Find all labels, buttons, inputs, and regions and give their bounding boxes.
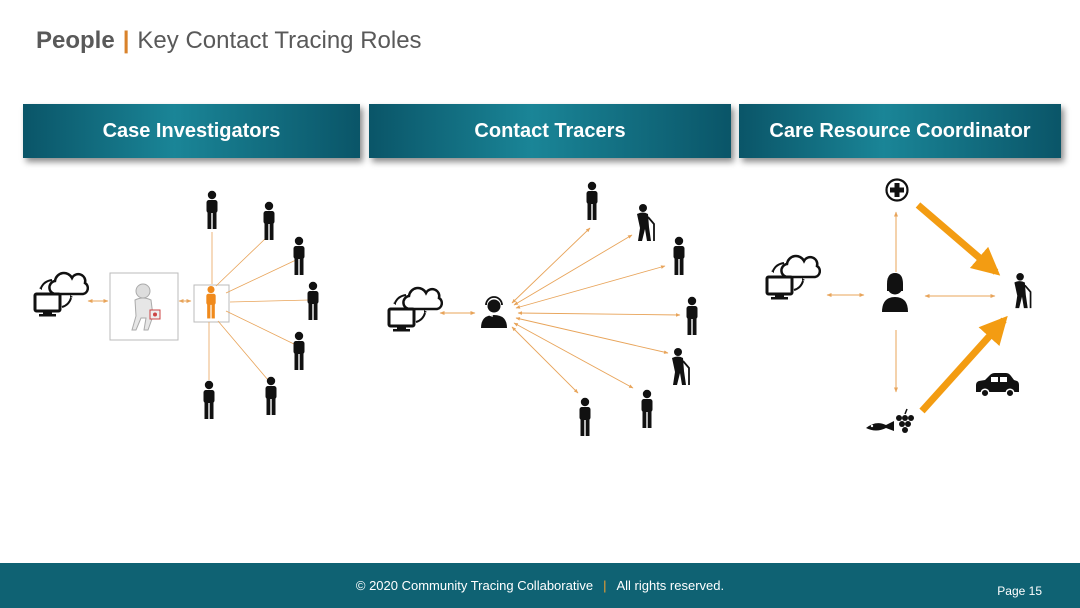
panel-care-resource-coordinator xyxy=(765,178,1032,433)
elderly-person-icon xyxy=(671,347,690,386)
header-case-investigators: Case Investigators xyxy=(23,104,360,158)
person-icon xyxy=(586,181,598,220)
header-label: Care Resource Coordinator xyxy=(769,119,1031,142)
person-icon xyxy=(203,380,215,419)
resource-arrow xyxy=(915,202,1001,276)
footer-bar: © 2020 Community Tracing Collaborative |… xyxy=(0,563,1080,608)
coordinator-person-icon xyxy=(882,273,908,312)
person-icon xyxy=(686,296,698,335)
footer-copyright: © 2020 Community Tracing Collaborative xyxy=(355,578,594,593)
tracer-connection-arrows xyxy=(511,227,681,394)
title-main: People xyxy=(36,27,115,54)
page-title: People | Key Contact Tracing Roles xyxy=(36,27,422,55)
header-label: Case Investigators xyxy=(102,119,281,142)
person-icon xyxy=(673,236,685,275)
car-icon xyxy=(976,373,1019,398)
resource-arrow xyxy=(919,315,1008,414)
person-icon xyxy=(307,281,319,320)
header-care-resource-coordinator: Care Resource Coordinator xyxy=(739,104,1061,158)
food-icon xyxy=(866,408,914,433)
cloud-monitor-icon xyxy=(765,254,822,301)
header-label: Contact Tracers xyxy=(474,119,626,142)
medical-cross-icon xyxy=(885,178,909,202)
investigator-figure-icon xyxy=(109,272,179,341)
title-sub: Key Contact Tracing Roles xyxy=(137,27,422,54)
page-number: Page 15 xyxy=(997,584,1042,598)
footer-rights: All rights reserved. xyxy=(616,578,725,593)
panel-case-investigators xyxy=(33,190,319,419)
cloud-monitor-icon xyxy=(387,286,444,333)
header-contact-tracers: Contact Tracers xyxy=(369,104,731,158)
roles-diagram xyxy=(33,178,1032,436)
cloud-monitor-icon xyxy=(33,271,90,318)
elderly-person-icon xyxy=(1013,272,1032,310)
person-icon xyxy=(263,201,275,240)
person-icon xyxy=(579,397,591,436)
panel-contact-tracers xyxy=(387,181,698,436)
case-person-icon xyxy=(193,284,230,323)
title-separator: | xyxy=(122,27,130,54)
person-icon xyxy=(641,389,653,428)
person-icon xyxy=(293,236,305,275)
footer-separator: | xyxy=(603,578,607,593)
case-connection-lines xyxy=(208,232,311,381)
person-icon xyxy=(265,376,277,415)
agent-headset-icon xyxy=(480,296,508,329)
person-icon xyxy=(293,331,305,370)
person-icon xyxy=(206,190,218,229)
elderly-person-icon xyxy=(636,203,655,242)
